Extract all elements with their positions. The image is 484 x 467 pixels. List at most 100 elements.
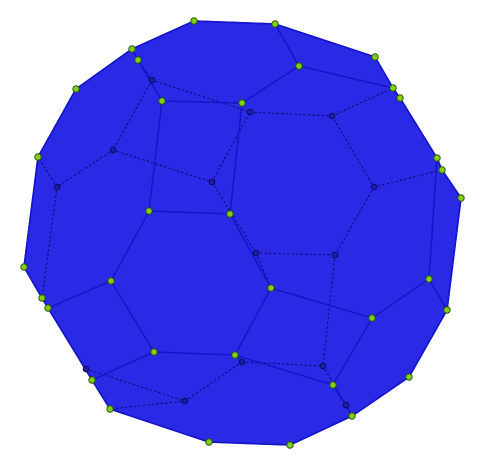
- hidden-vertex: [331, 251, 339, 259]
- visible-edge: [208, 441, 291, 446]
- visible-edge: [23, 266, 43, 299]
- visible-edge: [229, 213, 272, 289]
- visible-edge: [109, 408, 210, 443]
- vertex-point: [145, 207, 153, 215]
- visible-edge: [75, 48, 133, 90]
- vertex-point: [128, 45, 136, 53]
- hidden-edge: [211, 111, 251, 183]
- vertex-point: [389, 84, 397, 92]
- hidden-edge: [255, 252, 336, 256]
- vertex-point: [44, 304, 52, 312]
- hidden-vertex: [109, 146, 117, 154]
- vertex-point: [443, 306, 451, 314]
- visible-edge: [241, 65, 300, 104]
- visible-edge: [332, 384, 353, 417]
- hidden-edges: [37, 59, 443, 417]
- visible-edge: [37, 88, 77, 158]
- vertex-point: [231, 351, 239, 359]
- vertex-point: [396, 94, 404, 102]
- visible-edge: [131, 20, 195, 50]
- hidden-edge: [109, 400, 186, 410]
- hidden-edge: [151, 79, 251, 113]
- visible-edge: [408, 309, 448, 378]
- hidden-edge: [85, 368, 186, 402]
- visible-edge: [91, 379, 111, 410]
- visible-edge: [161, 100, 243, 104]
- hidden-vertex: [319, 362, 327, 370]
- visible-edge: [374, 56, 394, 89]
- vertex-point: [295, 62, 303, 70]
- hidden-vertex: [82, 365, 90, 373]
- visible-edge: [428, 278, 448, 311]
- vertex-point: [348, 412, 356, 420]
- hidden-edge: [137, 59, 153, 81]
- visible-edge: [91, 351, 155, 381]
- hidden-edge: [322, 254, 336, 367]
- vertex-point: [368, 314, 376, 322]
- vertex-point: [107, 277, 115, 285]
- vertex-point: [329, 381, 337, 389]
- hidden-edge: [56, 149, 114, 188]
- hidden-edge: [334, 186, 375, 256]
- hidden-edge: [331, 115, 375, 188]
- vertex-point: [457, 194, 465, 202]
- hidden-vertex: [53, 183, 61, 191]
- visible-edge: [298, 65, 394, 89]
- visible-edge: [234, 354, 334, 386]
- visible-edge: [289, 415, 353, 446]
- visible-edges: [23, 20, 462, 446]
- visible-edge: [428, 157, 438, 280]
- visible-edge: [229, 102, 243, 215]
- hidden-edge: [241, 361, 324, 367]
- vertex-point: [238, 99, 246, 107]
- visible-edge: [270, 287, 373, 319]
- vertex-point: [205, 438, 213, 446]
- visible-edge: [274, 23, 376, 58]
- visible-edge: [110, 280, 155, 353]
- visible-edge: [274, 23, 300, 67]
- hidden-edge: [37, 156, 58, 188]
- vertex-point: [286, 441, 294, 449]
- visible-edge: [234, 287, 272, 356]
- vertex-point: [134, 56, 142, 64]
- vertex-point: [34, 153, 42, 161]
- vertex-point: [405, 373, 413, 381]
- vertex-point: [158, 97, 166, 105]
- hidden-vertex: [238, 358, 246, 366]
- vertex-point: [271, 20, 279, 28]
- hidden-vertex: [208, 178, 216, 186]
- visible-edge: [399, 97, 438, 159]
- hidden-edge: [211, 181, 257, 254]
- visible-edge: [23, 156, 39, 268]
- hidden-vertex: [148, 76, 156, 84]
- hidden-vertex: [328, 112, 336, 120]
- hidden-edge: [41, 186, 58, 299]
- visible-edge: [148, 100, 163, 212]
- vertex-point: [190, 17, 198, 25]
- vertex-point: [106, 405, 114, 413]
- visible-edge: [371, 278, 430, 319]
- visible-edge: [148, 210, 231, 215]
- vertices: [20, 17, 465, 449]
- visible-edge: [193, 20, 276, 25]
- vertex-point: [433, 154, 441, 162]
- vertex-point: [438, 166, 446, 174]
- hidden-vertices: [53, 76, 378, 409]
- hidden-edge: [331, 87, 394, 117]
- vertex-point: [20, 263, 28, 271]
- vertex-point: [425, 275, 433, 283]
- visible-edge: [446, 197, 462, 311]
- hidden-edge: [112, 149, 213, 183]
- vertex-point: [267, 284, 275, 292]
- hidden-vertex: [252, 249, 260, 257]
- hidden-vertex: [246, 108, 254, 116]
- vertex-point: [371, 53, 379, 61]
- visible-edge: [351, 376, 410, 417]
- hidden-edge: [373, 169, 443, 188]
- visible-edge: [153, 351, 236, 356]
- visible-edge: [110, 210, 150, 282]
- visible-edge: [47, 280, 112, 309]
- vertex-point: [38, 294, 46, 302]
